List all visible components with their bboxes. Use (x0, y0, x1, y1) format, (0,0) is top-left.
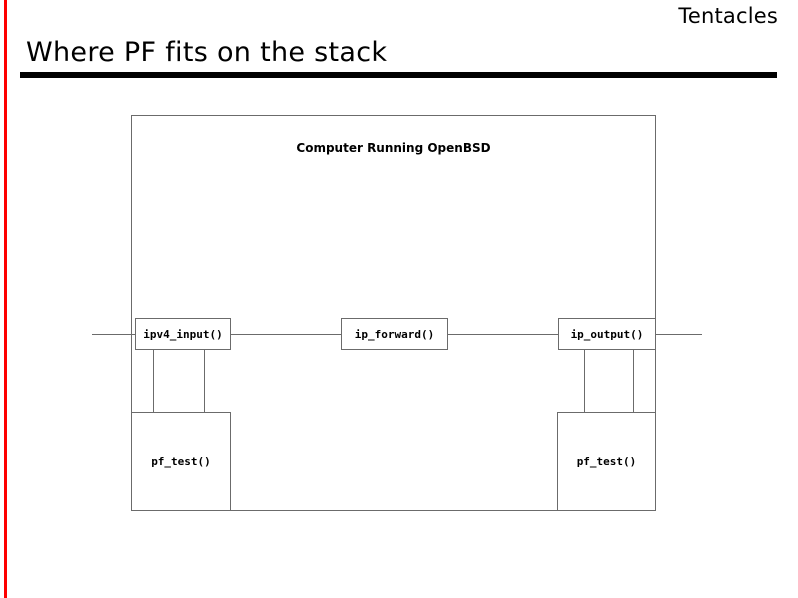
node-pf-test-inbound: pf_test() (131, 412, 231, 511)
wire-pftest-to-input-up (204, 349, 205, 413)
wire-input-to-forward (231, 334, 342, 335)
title-underline-bar (20, 72, 777, 78)
node-ip-forward: ip_forward() (341, 318, 448, 350)
host-boundary-box (131, 115, 656, 511)
wire-external-inbound (92, 334, 136, 335)
wire-input-to-pftest-down (153, 349, 154, 413)
wire-pftest-to-output-up (633, 349, 634, 413)
page-title: Where PF fits on the stack (26, 37, 388, 68)
left-accent-rule (4, 0, 7, 598)
wire-external-outbound (655, 334, 702, 335)
node-ipv4-input: ipv4_input() (135, 318, 231, 350)
wire-output-to-pftest-down (584, 349, 585, 413)
deck-name: Tentacles (678, 4, 778, 28)
node-ip-output: ip_output() (558, 318, 656, 350)
wire-forward-to-output (447, 334, 559, 335)
node-pf-test-outbound: pf_test() (557, 412, 656, 511)
host-boundary-label: Computer Running OpenBSD (296, 141, 491, 155)
